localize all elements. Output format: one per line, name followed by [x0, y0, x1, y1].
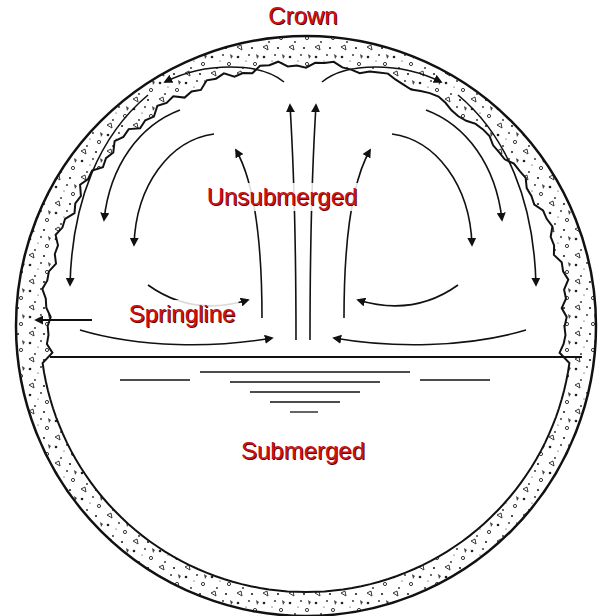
pipe-wall — [16, 36, 596, 616]
water-line — [420, 379, 490, 380]
crown-label: Crown — [265, 2, 340, 30]
water-line — [200, 371, 410, 372]
water-lines — [120, 372, 490, 412]
flow-arrow — [334, 330, 526, 345]
flow-arrow — [290, 105, 296, 340]
region-label: Submerged — [238, 437, 368, 465]
region-label: Unsubmerged — [204, 183, 361, 211]
flow-arrow — [358, 285, 458, 306]
water-line — [120, 379, 190, 380]
flow-arrow — [458, 95, 536, 285]
water-line — [270, 401, 340, 402]
water-surface — [50, 356, 582, 358]
flow-arrow — [80, 330, 272, 345]
flow-arrow — [310, 105, 316, 340]
flow-arrow — [70, 95, 148, 285]
flow-arrow — [392, 134, 472, 245]
springline-label: Springline — [126, 300, 239, 328]
flow-arrow — [322, 67, 441, 82]
flow-arrow — [134, 134, 214, 245]
flow-arrow — [236, 150, 262, 318]
flow-arrow — [426, 110, 502, 220]
air-circulation-arrows — [70, 67, 536, 345]
flow-arrow — [104, 110, 180, 220]
springline-leader — [36, 319, 92, 321]
water-line — [290, 411, 318, 412]
flow-arrow — [344, 150, 370, 318]
pipe-inner-surface — [42, 62, 569, 592]
flow-arrow — [165, 67, 284, 82]
water-line — [250, 391, 360, 392]
water-line — [230, 381, 380, 382]
